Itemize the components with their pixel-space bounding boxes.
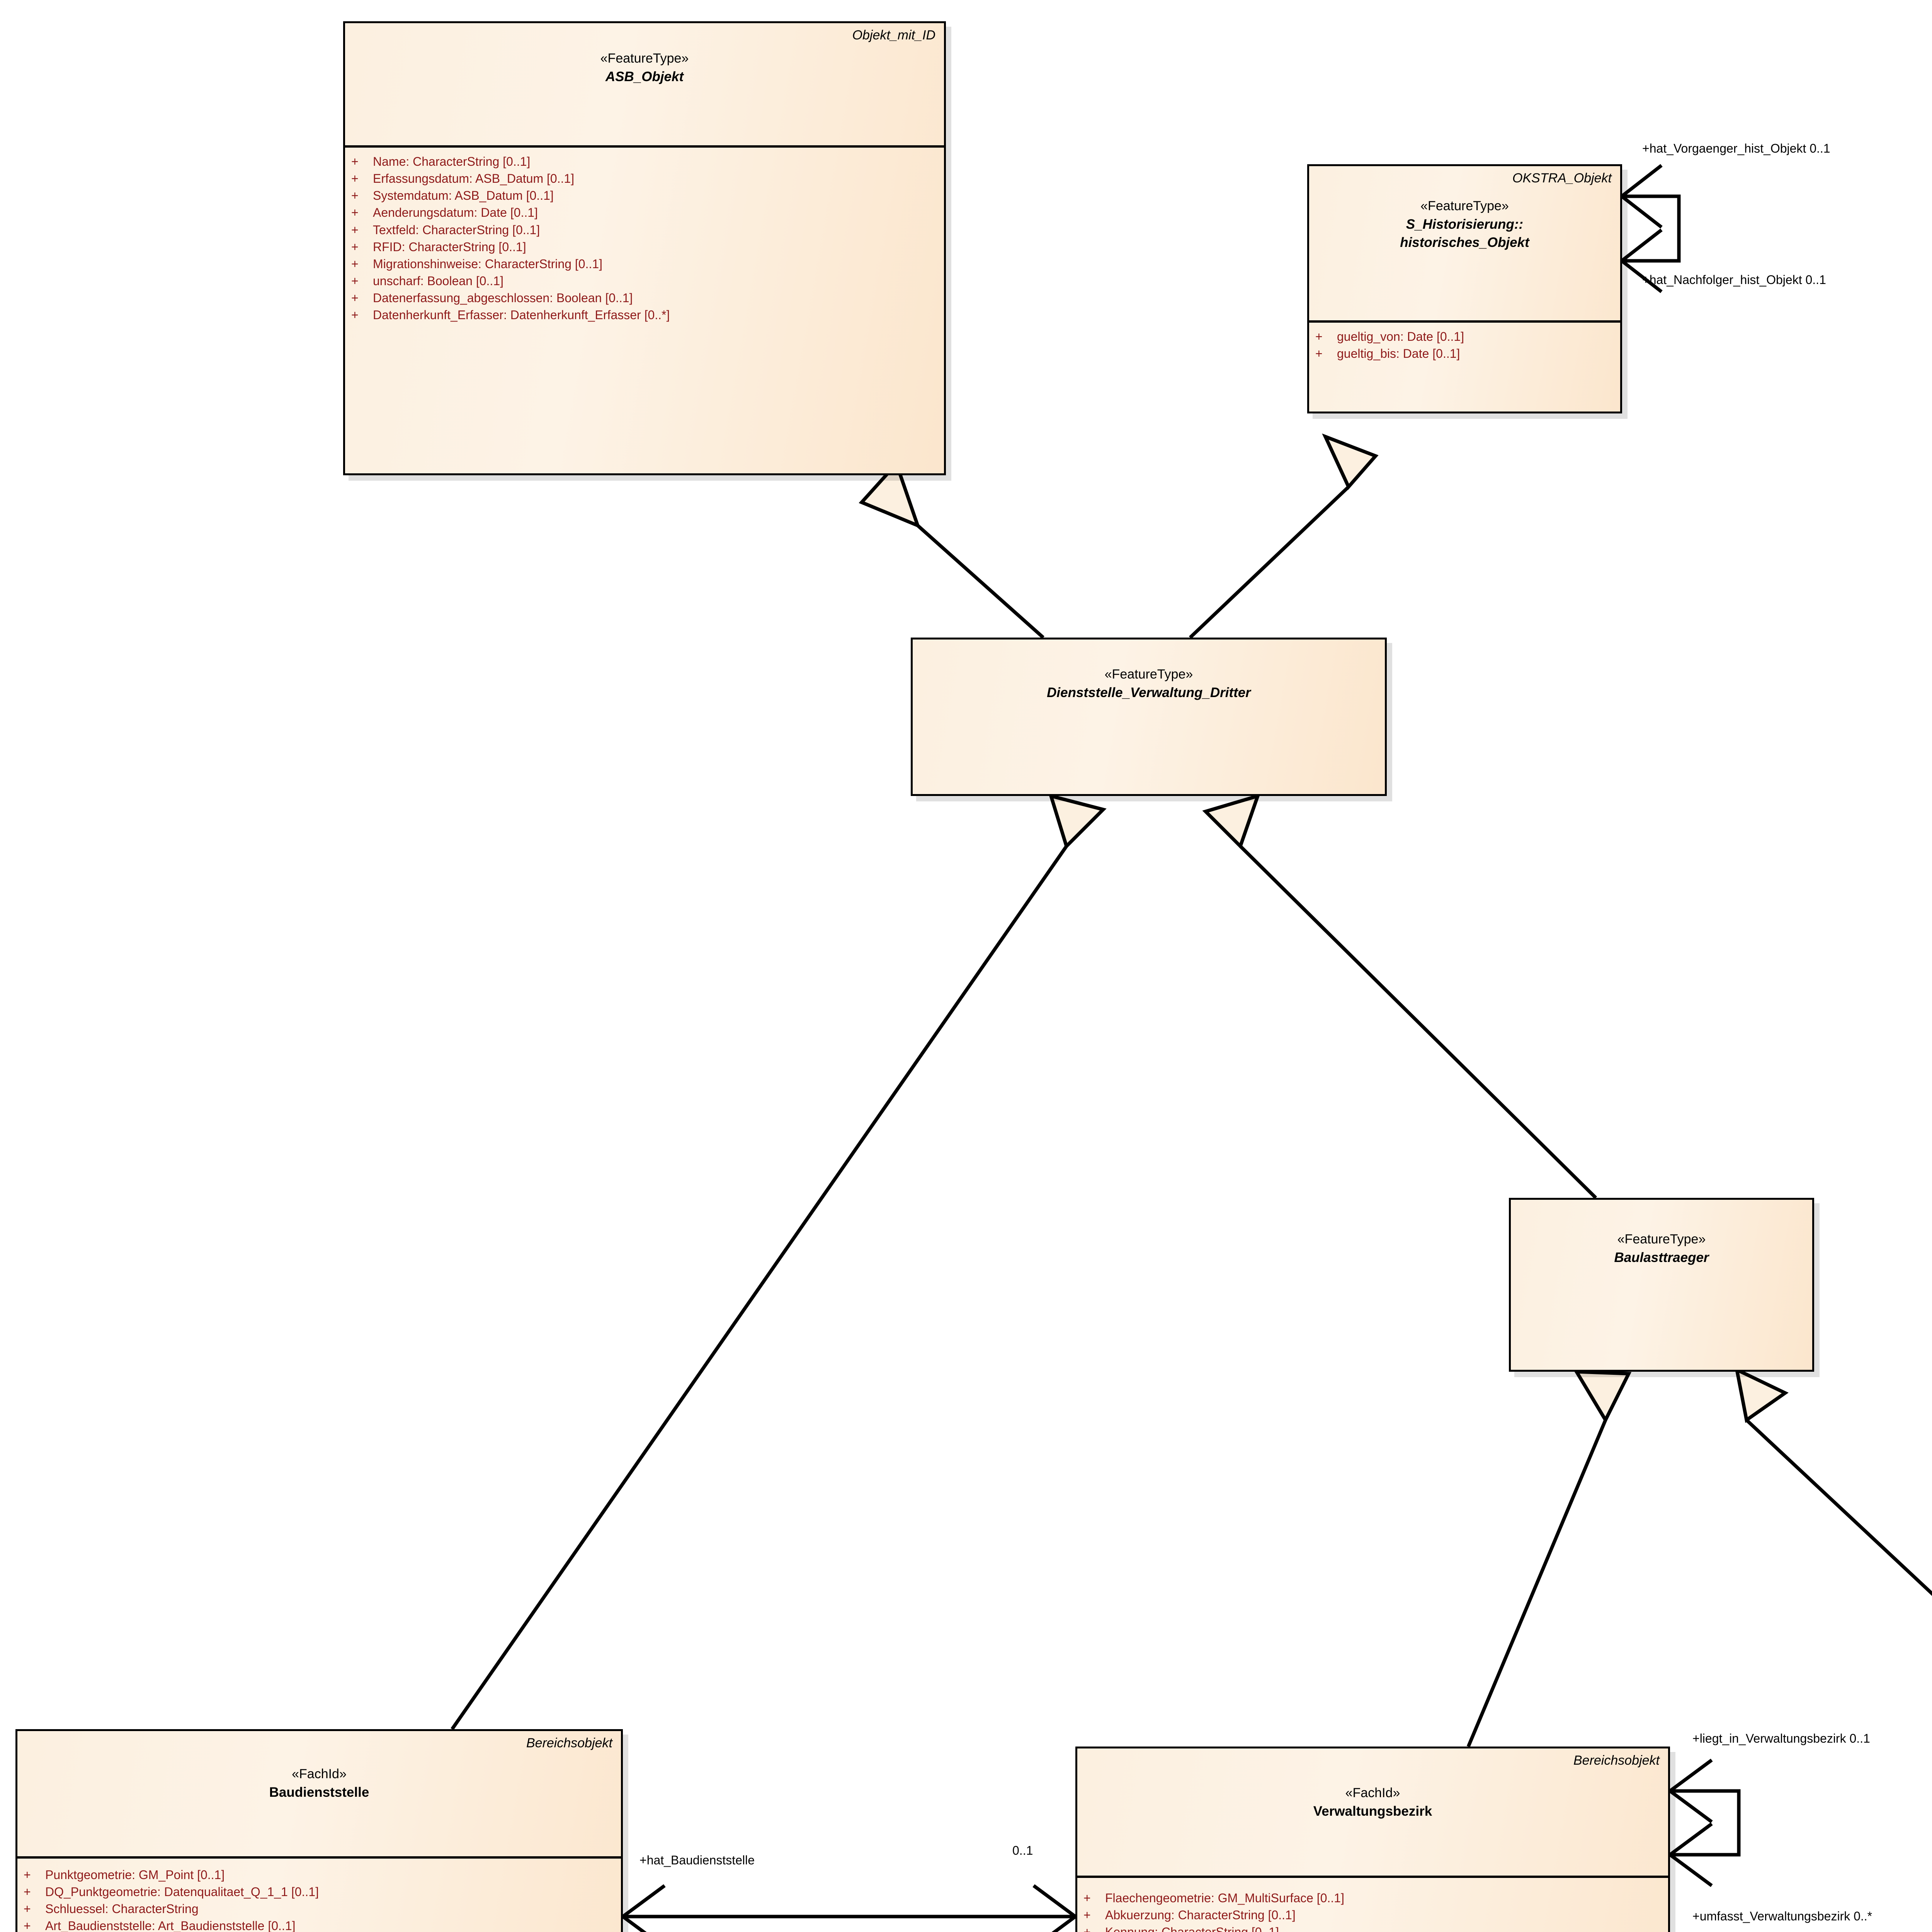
- edge-label-hat-baudienststelle: +hat_Baudienststelle: [639, 1853, 755, 1867]
- attribute-signature: Aenderungsdatum: Date [0..1]: [373, 206, 538, 220]
- attribute-signature: Schluessel: CharacterString: [45, 1902, 199, 1916]
- attribute-row: + unscharf: Boolean [0..1]: [351, 272, 940, 289]
- visibility-marker: +: [351, 206, 359, 220]
- attribute-row: + Migrationshinweise: CharacterString [0…: [351, 255, 940, 272]
- visibility-marker: +: [24, 1902, 31, 1916]
- attribute-signature: Datenerfassung_abgeschlossen: Boolean [0…: [373, 291, 633, 305]
- attribute-signature: Kennung: CharacterString [0..1]: [1105, 1923, 1664, 1932]
- attribute-compartment: + Name: CharacterString [0..1] + Erfassu…: [345, 148, 944, 328]
- class-name: S_Historisierung::: [1406, 216, 1524, 232]
- visibility-marker: +: [351, 155, 359, 168]
- edge-label-umfasst-verwaltungsbezirk: +umfasst_Verwaltungsbezirk 0..*: [1692, 1909, 1872, 1923]
- class-header: Bereichsobjekt «FachId» Baudienststelle: [17, 1731, 621, 1859]
- class-stereotype: «FeatureType»: [1420, 199, 1509, 214]
- tagged-value-name: Objekt_mit_ID: [852, 28, 935, 43]
- attribute-signature: Name: CharacterString [0..1]: [373, 155, 531, 168]
- attribute-row: + Datenerfassung_abgeschlossen: Boolean …: [351, 289, 940, 306]
- class-stereotype: «FeatureType»: [600, 51, 689, 66]
- visibility-marker: +: [351, 189, 359, 203]
- tagged-value-name: Bereichsobjekt: [526, 1736, 612, 1750]
- attribute-signature: Migrationshinweise: CharacterString [0..…: [373, 257, 603, 271]
- tagged-value-name: OKSTRA_Objekt: [1512, 171, 1612, 185]
- class-name-line2: historisches_Objekt: [1400, 235, 1529, 250]
- attribute-signature: Datenherkunft_Erfasser: Datenherkunft_Er…: [373, 308, 670, 322]
- edge-label-multiplicity-verwaltungsbezirk-top: 0..1: [1012, 1844, 1033, 1857]
- class-box-baudienststelle[interactable]: Bereichsobjekt «FachId» Baudienststelle …: [15, 1729, 623, 1932]
- attribute-row: + Erfassungsdatum: ASB_Datum [0..1]: [351, 170, 940, 187]
- class-name: Verwaltungsbezirk: [1313, 1803, 1432, 1819]
- class-header: Bereichsobjekt «FachId» Verwaltungsbezir…: [1077, 1748, 1668, 1878]
- class-header: Objekt_mit_ID «FeatureType» ASB_Objekt: [345, 23, 944, 148]
- attribute-compartment: + Flaechengeometrie: GM_MultiSurface [0.…: [1077, 1878, 1668, 1932]
- visibility-marker: +: [1083, 1891, 1091, 1905]
- attribute-row: + Kennung: CharacterString [0..1]: [1083, 1923, 1664, 1932]
- attribute-signature: unscharf: Boolean [0..1]: [373, 274, 503, 288]
- class-header: «FeatureType» Dienststelle_Verwaltung_Dr…: [913, 639, 1385, 794]
- visibility-marker: +: [351, 240, 359, 254]
- visibility-marker: +: [351, 308, 359, 322]
- tagged-value-name: Bereichsobjekt: [1573, 1753, 1660, 1768]
- attribute-signature: Erfassungsdatum: ASB_Datum [0..1]: [373, 172, 575, 186]
- visibility-marker: +: [1083, 1908, 1091, 1922]
- visibility-marker: +: [24, 1885, 31, 1899]
- attribute-row: + Datenherkunft_Erfasser: Datenherkunft_…: [351, 306, 940, 323]
- attribute-signature: Abkuerzung: CharacterString [0..1]: [1105, 1908, 1296, 1922]
- visibility-marker: +: [1083, 1923, 1105, 1932]
- attribute-row: + Schluessel: CharacterString: [24, 1900, 617, 1917]
- class-name: Baudienststelle: [269, 1784, 369, 1800]
- class-name: Dienststelle_Verwaltung_Dritter: [1047, 685, 1251, 700]
- attribute-signature: Punktgeometrie: GM_Point [0..1]: [45, 1868, 225, 1882]
- visibility-marker: +: [1315, 347, 1323, 361]
- class-stereotype: «FachId»: [1345, 1786, 1400, 1801]
- attribute-row: + Aenderungsdatum: Date [0..1]: [351, 204, 940, 221]
- visibility-marker: +: [351, 291, 359, 305]
- class-box-verwaltungsbezirk[interactable]: Bereichsobjekt «FachId» Verwaltungsbezir…: [1075, 1747, 1670, 1932]
- visibility-marker: +: [1315, 330, 1323, 344]
- attribute-compartment: + Punktgeometrie: GM_Point [0..1] + DQ_P…: [17, 1859, 621, 1932]
- edge-label-hat-nachfolger-hist-objekt: +hat_Nachfolger_hist_Objekt 0..1: [1642, 273, 1826, 287]
- attribute-signature: Flaechengeometrie: GM_MultiSurface [0..1…: [1105, 1891, 1344, 1905]
- attribute-signature: gueltig_bis: Date [0..1]: [1337, 347, 1460, 361]
- attribute-row: + Art_Baudienststelle: Art_Baudienststel…: [24, 1917, 617, 1932]
- visibility-marker: +: [351, 274, 359, 288]
- visibility-marker: +: [351, 172, 359, 186]
- class-box-s-historisierung[interactable]: OKSTRA_Objekt «FeatureType» S_Historisie…: [1307, 164, 1622, 413]
- attribute-row: + DQ_Punktgeometrie: Datenqualitaet_Q_1_…: [24, 1883, 617, 1900]
- attribute-signature: Art_Baudienststelle: Art_Baudienststelle…: [45, 1919, 296, 1932]
- attribute-row: + Name: CharacterString [0..1]: [351, 153, 940, 170]
- attribute-row: + Systemdatum: ASB_Datum [0..1]: [351, 187, 940, 204]
- attribute-compartment: + gueltig_von: Date [0..1] + gueltig_bis…: [1309, 323, 1620, 367]
- visibility-marker: +: [24, 1868, 31, 1882]
- attribute-row: + Textfeld: CharacterString [0..1]: [351, 221, 940, 238]
- class-header: «FeatureType» Baulasttraeger: [1511, 1200, 1812, 1370]
- edge-label-liegt-in-verwaltungsbezirk: +liegt_in_Verwaltungsbezirk 0..1: [1692, 1731, 1870, 1745]
- class-name: Baulasttraeger: [1614, 1250, 1709, 1265]
- class-name: ASB_Objekt: [605, 69, 684, 84]
- class-stereotype: «FeatureType»: [1104, 667, 1193, 682]
- attribute-signature: DQ_Punktgeometrie: Datenqualitaet_Q_1_1 …: [45, 1885, 319, 1899]
- attribute-signature: RFID: CharacterString [0..1]: [373, 240, 526, 254]
- class-box-dienststelle-verwaltung-dritter[interactable]: «FeatureType» Dienststelle_Verwaltung_Dr…: [911, 638, 1387, 796]
- attribute-signature: Systemdatum: ASB_Datum [0..1]: [373, 189, 554, 203]
- attribute-signature: Textfeld: CharacterString [0..1]: [373, 223, 540, 237]
- attribute-row: + Abkuerzung: CharacterString [0..1]: [1083, 1906, 1664, 1923]
- class-header: OKSTRA_Objekt «FeatureType» S_Historisie…: [1309, 166, 1620, 323]
- attribute-signature: gueltig_von: Date [0..1]: [1337, 330, 1464, 344]
- attribute-row: + gueltig_bis: Date [0..1]: [1315, 345, 1616, 362]
- attribute-row: + RFID: CharacterString [0..1]: [351, 238, 940, 255]
- edge-label-hat-vorgaenger-hist-objekt: +hat_Vorgaenger_hist_Objekt 0..1: [1642, 141, 1830, 155]
- attribute-row: + Flaechengeometrie: GM_MultiSurface [0.…: [1083, 1889, 1664, 1906]
- class-stereotype: «FachId»: [292, 1767, 347, 1782]
- attribute-row: + Punktgeometrie: GM_Point [0..1]: [24, 1866, 617, 1883]
- visibility-marker: +: [24, 1919, 31, 1932]
- class-box-asb-objekt[interactable]: Objekt_mit_ID «FeatureType» ASB_Objekt +…: [343, 21, 946, 475]
- class-box-baulasttraeger[interactable]: «FeatureType» Baulasttraeger: [1509, 1198, 1814, 1372]
- visibility-marker: +: [351, 257, 359, 271]
- attribute-row: + gueltig_von: Date [0..1]: [1315, 328, 1616, 345]
- visibility-marker: +: [351, 223, 359, 237]
- class-stereotype: «FeatureType»: [1617, 1232, 1706, 1247]
